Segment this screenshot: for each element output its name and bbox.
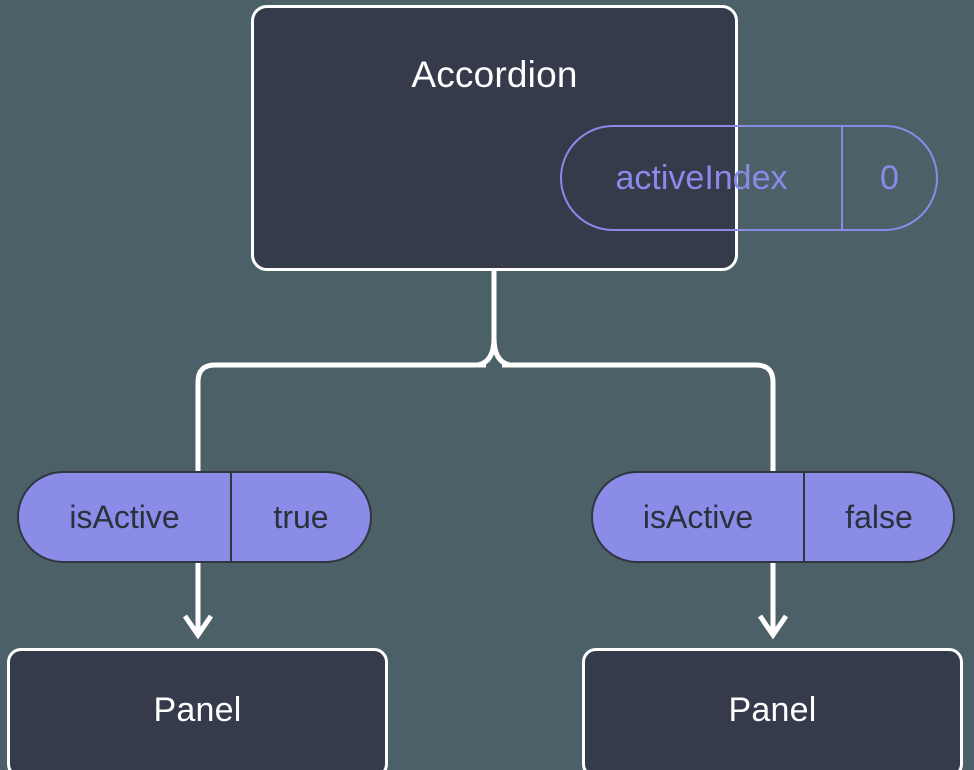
node-accordion-title: Accordion [411, 54, 578, 95]
state-badge-value: 0 [880, 158, 899, 197]
arrow-left-head [182, 614, 214, 640]
branch-right [502, 362, 776, 471]
prop-badge-isactive-false[interactable]: isActive false [591, 471, 955, 563]
node-accordion[interactable]: Accordion activeIndex 0 [251, 5, 938, 271]
state-badge-key: activeIndex [562, 127, 843, 229]
junction-notch [477, 335, 511, 368]
arrow-right-head [757, 614, 789, 640]
state-badge-activeindex[interactable]: activeIndex 0 [560, 125, 938, 231]
prop-badge-isactive-true[interactable]: isActive true [17, 471, 372, 563]
node-panel-left-title: Panel [153, 691, 242, 729]
node-panel-left[interactable]: Panel [7, 648, 388, 770]
prop-badge-key: isActive [19, 473, 232, 561]
node-panel-right-title: Panel [728, 691, 817, 729]
node-panel-right[interactable]: Panel [582, 648, 963, 770]
prop-badge-value: false [845, 498, 913, 535]
prop-badge-key: isActive [593, 473, 805, 561]
branch-left [195, 362, 486, 471]
prop-badge-value: true [273, 498, 329, 535]
